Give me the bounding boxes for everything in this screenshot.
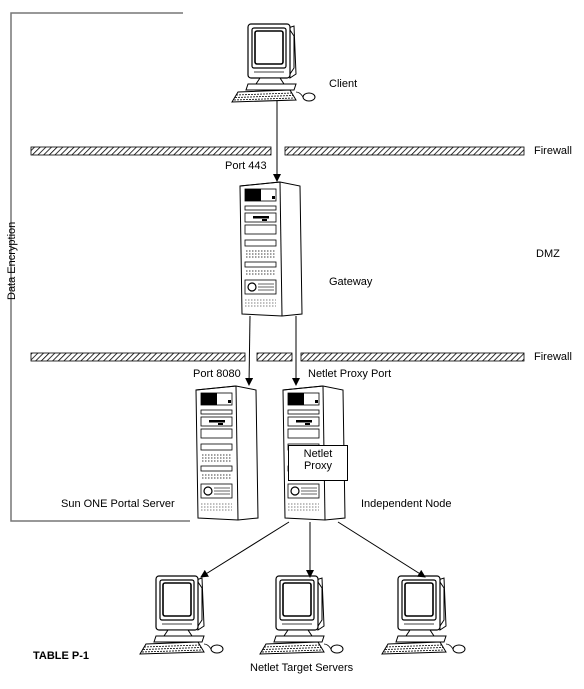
- edge-node-target-1: [200, 521, 290, 578]
- table-caption: TABLE P-1: [33, 650, 90, 662]
- target-server-3-icon: [381, 575, 466, 655]
- firewall-bar-top-left: [30, 146, 272, 156]
- netlet-proxy-box: Netlet Proxy: [288, 445, 348, 481]
- firewall-bottom-label: Firewall: [534, 351, 572, 363]
- gateway-label: Gateway: [329, 276, 373, 288]
- target-server-2-icon: [259, 575, 344, 655]
- gateway-server-icon: [239, 181, 303, 317]
- port-8080-label: Port 8080: [193, 368, 241, 380]
- portal-server-label: Sun ONE Portal Server: [61, 498, 175, 510]
- netlet-proxy-line2: Proxy: [303, 460, 333, 472]
- firewall-bar-bottom-left: [30, 352, 246, 362]
- firewall-bar-bottom-right: [300, 352, 525, 362]
- client-workstation-icon: [231, 23, 316, 103]
- client-label: Client: [329, 78, 358, 90]
- firewall-bar-top-right: [284, 146, 525, 156]
- encryption-bracket: [10, 12, 190, 522]
- netlet-proxy-port-label: Netlet Proxy Port: [308, 368, 392, 380]
- firewall-bar-bottom-mid: [256, 352, 293, 362]
- independent-node-label: Independent Node: [361, 498, 452, 510]
- netlet-proxy-line1: Netlet: [303, 448, 333, 460]
- target-server-1-icon: [139, 575, 224, 655]
- netlet-target-servers-label: Netlet Target Servers: [250, 662, 354, 674]
- firewall-top-label: Firewall: [534, 145, 572, 157]
- port-443-label: Port 443: [225, 160, 267, 172]
- edge-gateway-portal: [245, 315, 254, 386]
- dmz-label: DMZ: [536, 248, 560, 260]
- portal-server-icon: [195, 385, 259, 521]
- data-encryption-label: Data Encryption: [6, 221, 18, 300]
- edge-node-target-3: [337, 521, 426, 578]
